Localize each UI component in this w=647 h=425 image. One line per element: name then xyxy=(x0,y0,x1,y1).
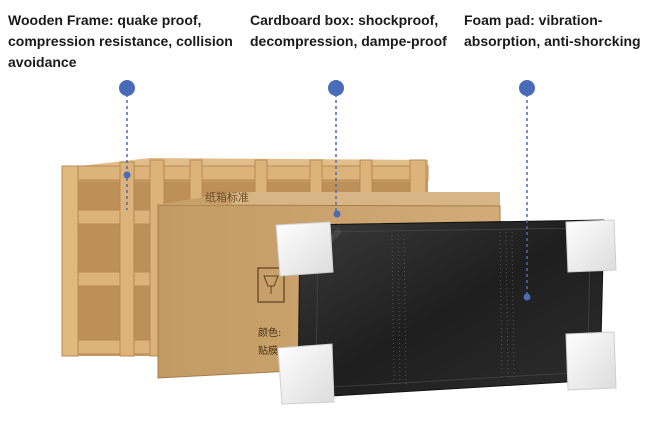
foam-pad-bottom-right xyxy=(565,331,617,391)
cardboard-box-marker-icon xyxy=(328,80,344,96)
wooden-frame-marker-icon xyxy=(119,80,135,96)
foam-pad-top-left xyxy=(275,221,334,277)
display-panel xyxy=(297,219,605,399)
foam-pad-top-right xyxy=(565,219,617,273)
foam-pads xyxy=(275,219,617,405)
box-side-print-2: 贴膜: xyxy=(258,344,281,357)
cardboard-box-caption: Cardboard box: shockproof, decompression… xyxy=(250,12,447,49)
box-top-print: 纸箱标准 xyxy=(205,190,249,204)
foam-pad-marker-icon xyxy=(519,80,535,96)
callout-markers xyxy=(119,80,535,301)
fragile-symbol-icon xyxy=(257,267,285,303)
box-side-print-1: 颜色: xyxy=(258,326,281,339)
foam-pad-caption: Foam pad: vibration-absorption, anti-sho… xyxy=(464,12,641,49)
foam-pad-bottom-left xyxy=(277,343,335,405)
wooden-frame-caption: Wooden Frame: quake proof, compression r… xyxy=(8,12,233,70)
